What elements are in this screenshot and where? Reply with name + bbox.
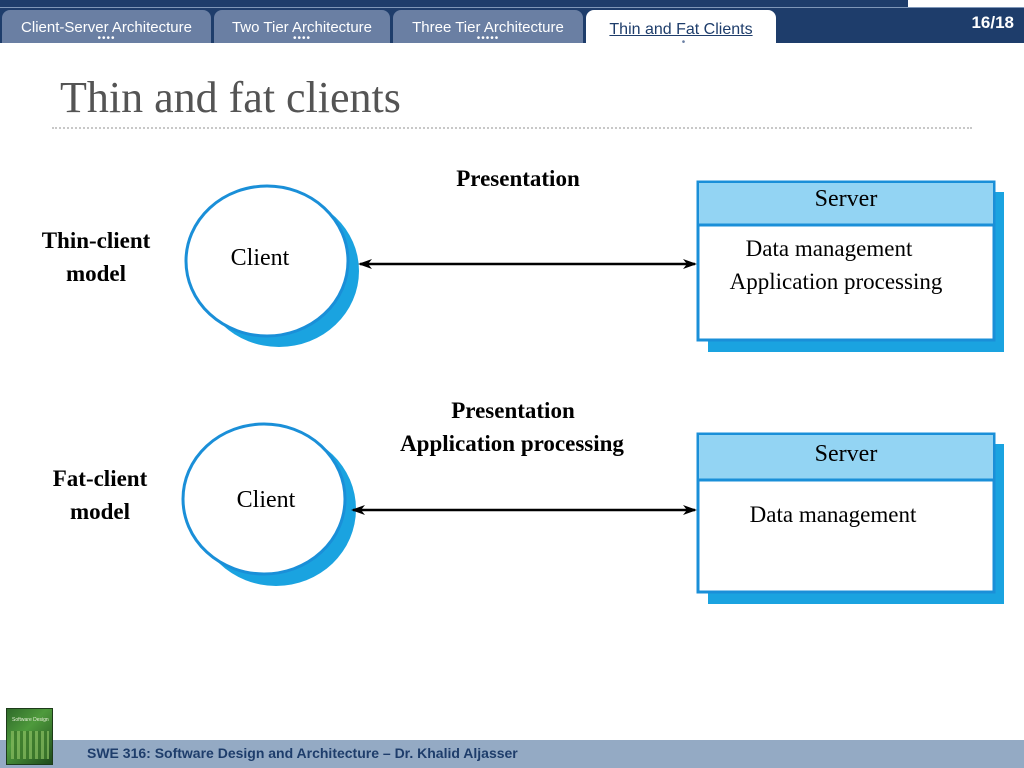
- fat-client-label: Client: [236, 487, 296, 513]
- thin-client-circle: [184, 184, 350, 338]
- fat-client-node: [181, 422, 356, 586]
- book-cover-art: [11, 731, 49, 759]
- fat-client-model-label: Fat-client model: [24, 462, 176, 528]
- thin-client-label: Client: [230, 245, 290, 271]
- book-cover-thumbnail: Software Design: [6, 708, 53, 765]
- thin-client-model-label: Thin-client model: [20, 224, 172, 290]
- slide-title: Thin and fat clients: [60, 73, 401, 122]
- fat-server-title: Server: [814, 441, 878, 467]
- fat-server-header: [699, 435, 993, 480]
- top-rule-highlight: [908, 0, 1024, 7]
- tab-thin-and-fat-clients[interactable]: Thin and Fat Clients •: [586, 10, 776, 48]
- tab-client-server-architecture[interactable]: Client-Server Architecture ••••: [2, 10, 211, 44]
- book-cover-title: Software Design: [12, 717, 49, 723]
- fat-server-data-management: Data management: [749, 502, 917, 527]
- thin-server-application-processing: Application processing: [729, 269, 943, 294]
- tab-dots: ••••: [292, 33, 311, 44]
- fat-link-label-presentation: Presentation: [451, 398, 575, 423]
- tab-dots: •••••: [476, 33, 500, 44]
- top-rule: [0, 0, 1024, 8]
- footer-bar: [0, 740, 1024, 768]
- tab-dots: •: [681, 37, 687, 48]
- title-divider: [52, 127, 972, 129]
- fat-client-model-line1: Fat-client: [52, 466, 148, 491]
- fat-client-model-line2: model: [69, 499, 131, 524]
- thin-client-model-line1: Thin-client: [41, 228, 151, 253]
- tab-label: Three Tier Architecture: [412, 19, 564, 36]
- thin-client-model-line2: model: [65, 261, 127, 286]
- fat-client-circle: [181, 422, 347, 576]
- tab-label: Client-Server Architecture: [21, 19, 192, 36]
- thin-server-node: [696, 180, 1004, 352]
- footer-course-title: SWE 316: Software Design and Architectur…: [87, 745, 518, 761]
- page-number: 16/18: [971, 13, 1014, 32]
- tab-label: Two Tier Architecture: [231, 19, 373, 36]
- fat-server-node: [696, 432, 1004, 604]
- thin-server-data-management: Data management: [745, 236, 913, 261]
- tab-dots: ••••: [97, 33, 116, 44]
- thin-server-header: [699, 183, 993, 225]
- tab-three-tier-architecture[interactable]: Three Tier Architecture •••••: [393, 10, 583, 44]
- tab-label: Thin and Fat Clients: [609, 21, 753, 38]
- thin-link-label: Presentation: [456, 166, 580, 191]
- top-navigation-bar: Client-Server Architecture •••• Two Tier…: [0, 0, 1024, 48]
- tab-two-tier-architecture[interactable]: Two Tier Architecture ••••: [214, 10, 390, 44]
- thin-server-title: Server: [814, 186, 878, 212]
- fat-link-label-application-processing: Application processing: [400, 431, 624, 456]
- thin-client-node: [184, 184, 359, 347]
